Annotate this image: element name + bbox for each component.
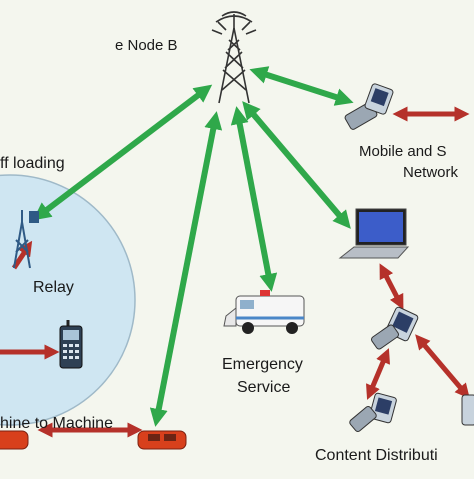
link-laptop-content (379, 263, 404, 310)
link-enodeb-mobile (249, 66, 354, 106)
car-icon (0, 430, 29, 450)
flip-phone-icon (349, 392, 397, 432)
relay-label: Relay (33, 279, 74, 296)
flip-phone-icon (371, 306, 419, 350)
laptop-icon (338, 208, 410, 259)
link-content-phone-right (415, 334, 470, 399)
link-content-phone (365, 348, 391, 400)
link-enodeb-emergency (230, 106, 278, 292)
mobile-label-line2: Network (403, 164, 459, 181)
content-distribution-label: Content Distributi (315, 447, 438, 464)
ambulance-icon (223, 290, 305, 334)
car-icon (137, 430, 187, 450)
enodeb-label: e Node B (115, 37, 178, 54)
phone-icon (59, 320, 83, 369)
antenna-tower-icon (211, 11, 257, 104)
flip-phone-icon (461, 394, 474, 426)
m2m-label: hine to Machine (0, 415, 113, 432)
relay-coverage-area (0, 174, 136, 426)
green-links (32, 66, 354, 427)
emergency-label-line1: Emergency (222, 356, 303, 373)
link-enodeb-laptop (242, 101, 351, 229)
link-enodeb-car (149, 111, 223, 427)
relay-tower-icon (13, 210, 39, 269)
mobile-label-line1: Mobile and S (359, 143, 447, 160)
flip-phone-icon (344, 83, 394, 130)
emergency-label-line2: Service (237, 379, 290, 396)
link-enodeb-relay (32, 84, 213, 221)
offloading-label: ff loading (0, 155, 65, 172)
